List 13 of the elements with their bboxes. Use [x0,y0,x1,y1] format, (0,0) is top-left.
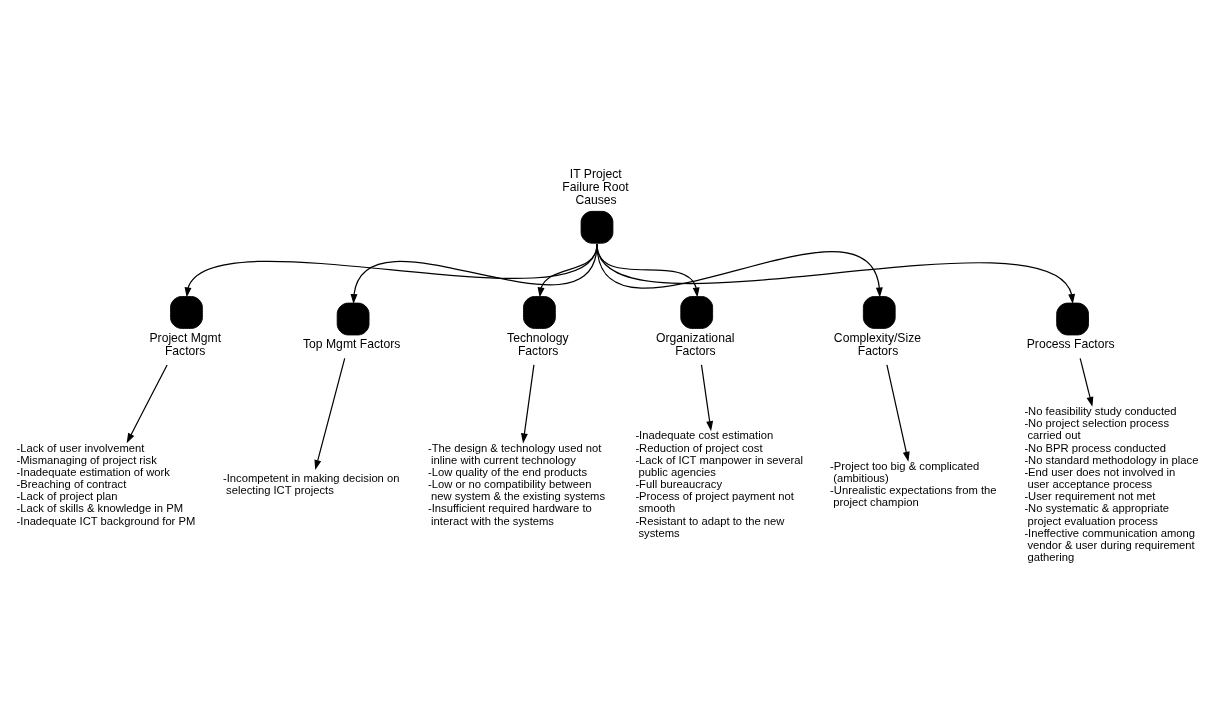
node-text: -Project too big & complicated (ambitious) -Unrealistic expectations from the project champion [830,459,997,508]
node-label: Organizational Factors [655,330,735,358]
node-text: -Lack of user involvement -Mismanaging of project risk -Inadequate estimation of work -Breaching of contract -Lack of project plan -Lack of skills & knowledge in PM -Inadequate ICT background for PM [16,441,196,527]
node-label: Process Factors [1026,336,1115,351]
node-label: Technology Factors [507,330,569,358]
node-text: -Incompetent in making decision on selecting ICT projects [222,471,400,496]
node-text: -No feasibility study conducted -No project selection process carried out -No BPR process conducted -No standard methodology in place -End user does not involved in user acceptance process -User requirement not met -No systematic & appropriate project evaluation process -Ineffective communication among vendor & user during requirement gathering [1024,404,1199,563]
node-text: -The design & technology used not inline with current technology -Low quality of the end products -Low or no compatibility between new system & the existing systems -Insufficient required hardware to interact with the systems [428,441,606,527]
node-label: Complexity/Size Factors [833,330,922,358]
node-label: IT Project Failure Root Causes [562,166,629,207]
node-label: Project Mgmt Factors [149,330,222,358]
node-text: -Inadequate cost estimation -Reduction of project cost -Lack of ICT manpower in several public agencies -Full bureaucracy -Process of project payment not smooth -Resistant to adapt to the new systems [635,428,803,539]
node-label: Top Mgmt Factors [303,336,401,351]
